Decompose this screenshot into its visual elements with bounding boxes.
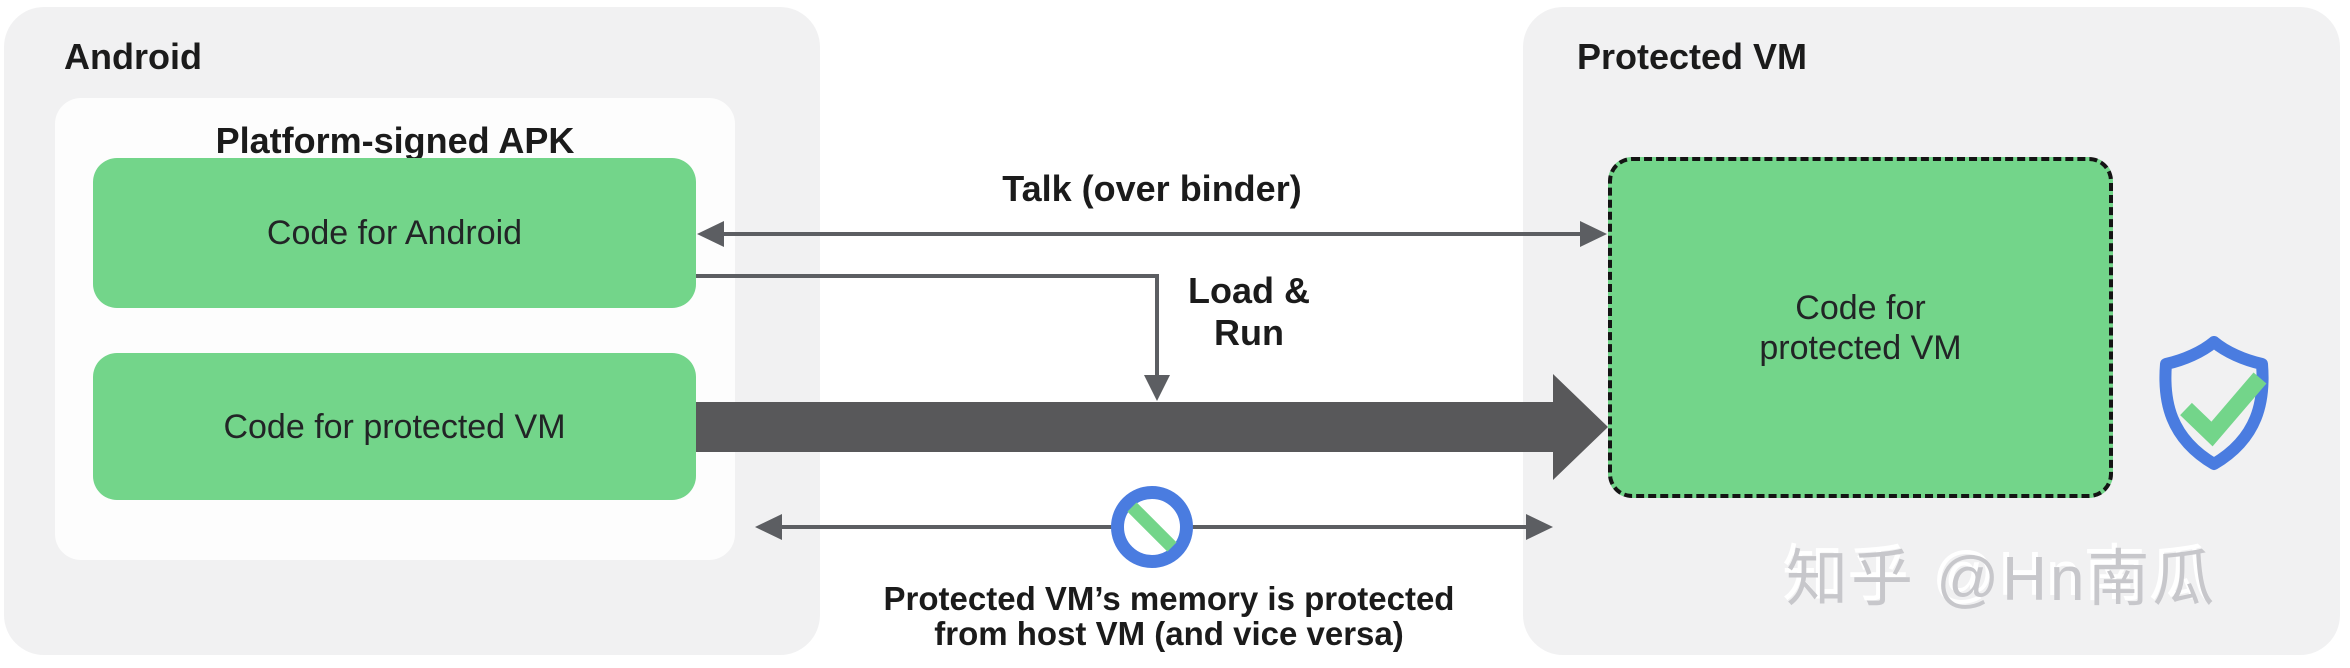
code-transfer-arrow (696, 374, 1608, 480)
code-for-android-box: Code for Android (93, 158, 696, 308)
talk-arrow (697, 221, 1607, 247)
memory-caption-line1: Protected VM’s memory is protected (883, 580, 1455, 617)
shield-outline (2159, 336, 2269, 470)
protected-vm-panel-title: Protected VM (1577, 36, 1808, 77)
code-for-android-label: Code for Android (266, 214, 523, 252)
load-run-arrow (696, 274, 1170, 401)
vm-code-box: Code for protected VM (1608, 157, 2113, 498)
code-for-protected-vm-label: Code for protected VM (223, 407, 566, 446)
check-mark (2180, 372, 2267, 447)
platform-signed-apk-title: Platform-signed APK (215, 120, 575, 161)
load-run-line1: Load & (1188, 270, 1310, 311)
memory-protection-caption: Protected VM’s memory is protected from … (869, 581, 1469, 651)
vm-code-box-line1: Code for (1795, 288, 1926, 327)
no-access-icon (1111, 486, 1193, 568)
vm-code-box-line2: protected VM (1759, 328, 1962, 367)
vm-code-box-label: Code for protected VM (1759, 288, 1961, 368)
android-panel-title: Android (64, 36, 202, 77)
load-run-line2: Run (1214, 312, 1284, 353)
memory-caption-line2: from host VM (and vice versa) (934, 615, 1404, 652)
watermark-text: 知乎 @Hn南瓜 (1786, 545, 2218, 614)
shield-check-icon (2159, 336, 2269, 470)
load-run-label: Load & Run (1149, 270, 1349, 354)
code-for-protected-vm-box: Code for protected VM (93, 353, 696, 500)
talk-arrow-label: Talk (over binder) (1002, 168, 1302, 209)
